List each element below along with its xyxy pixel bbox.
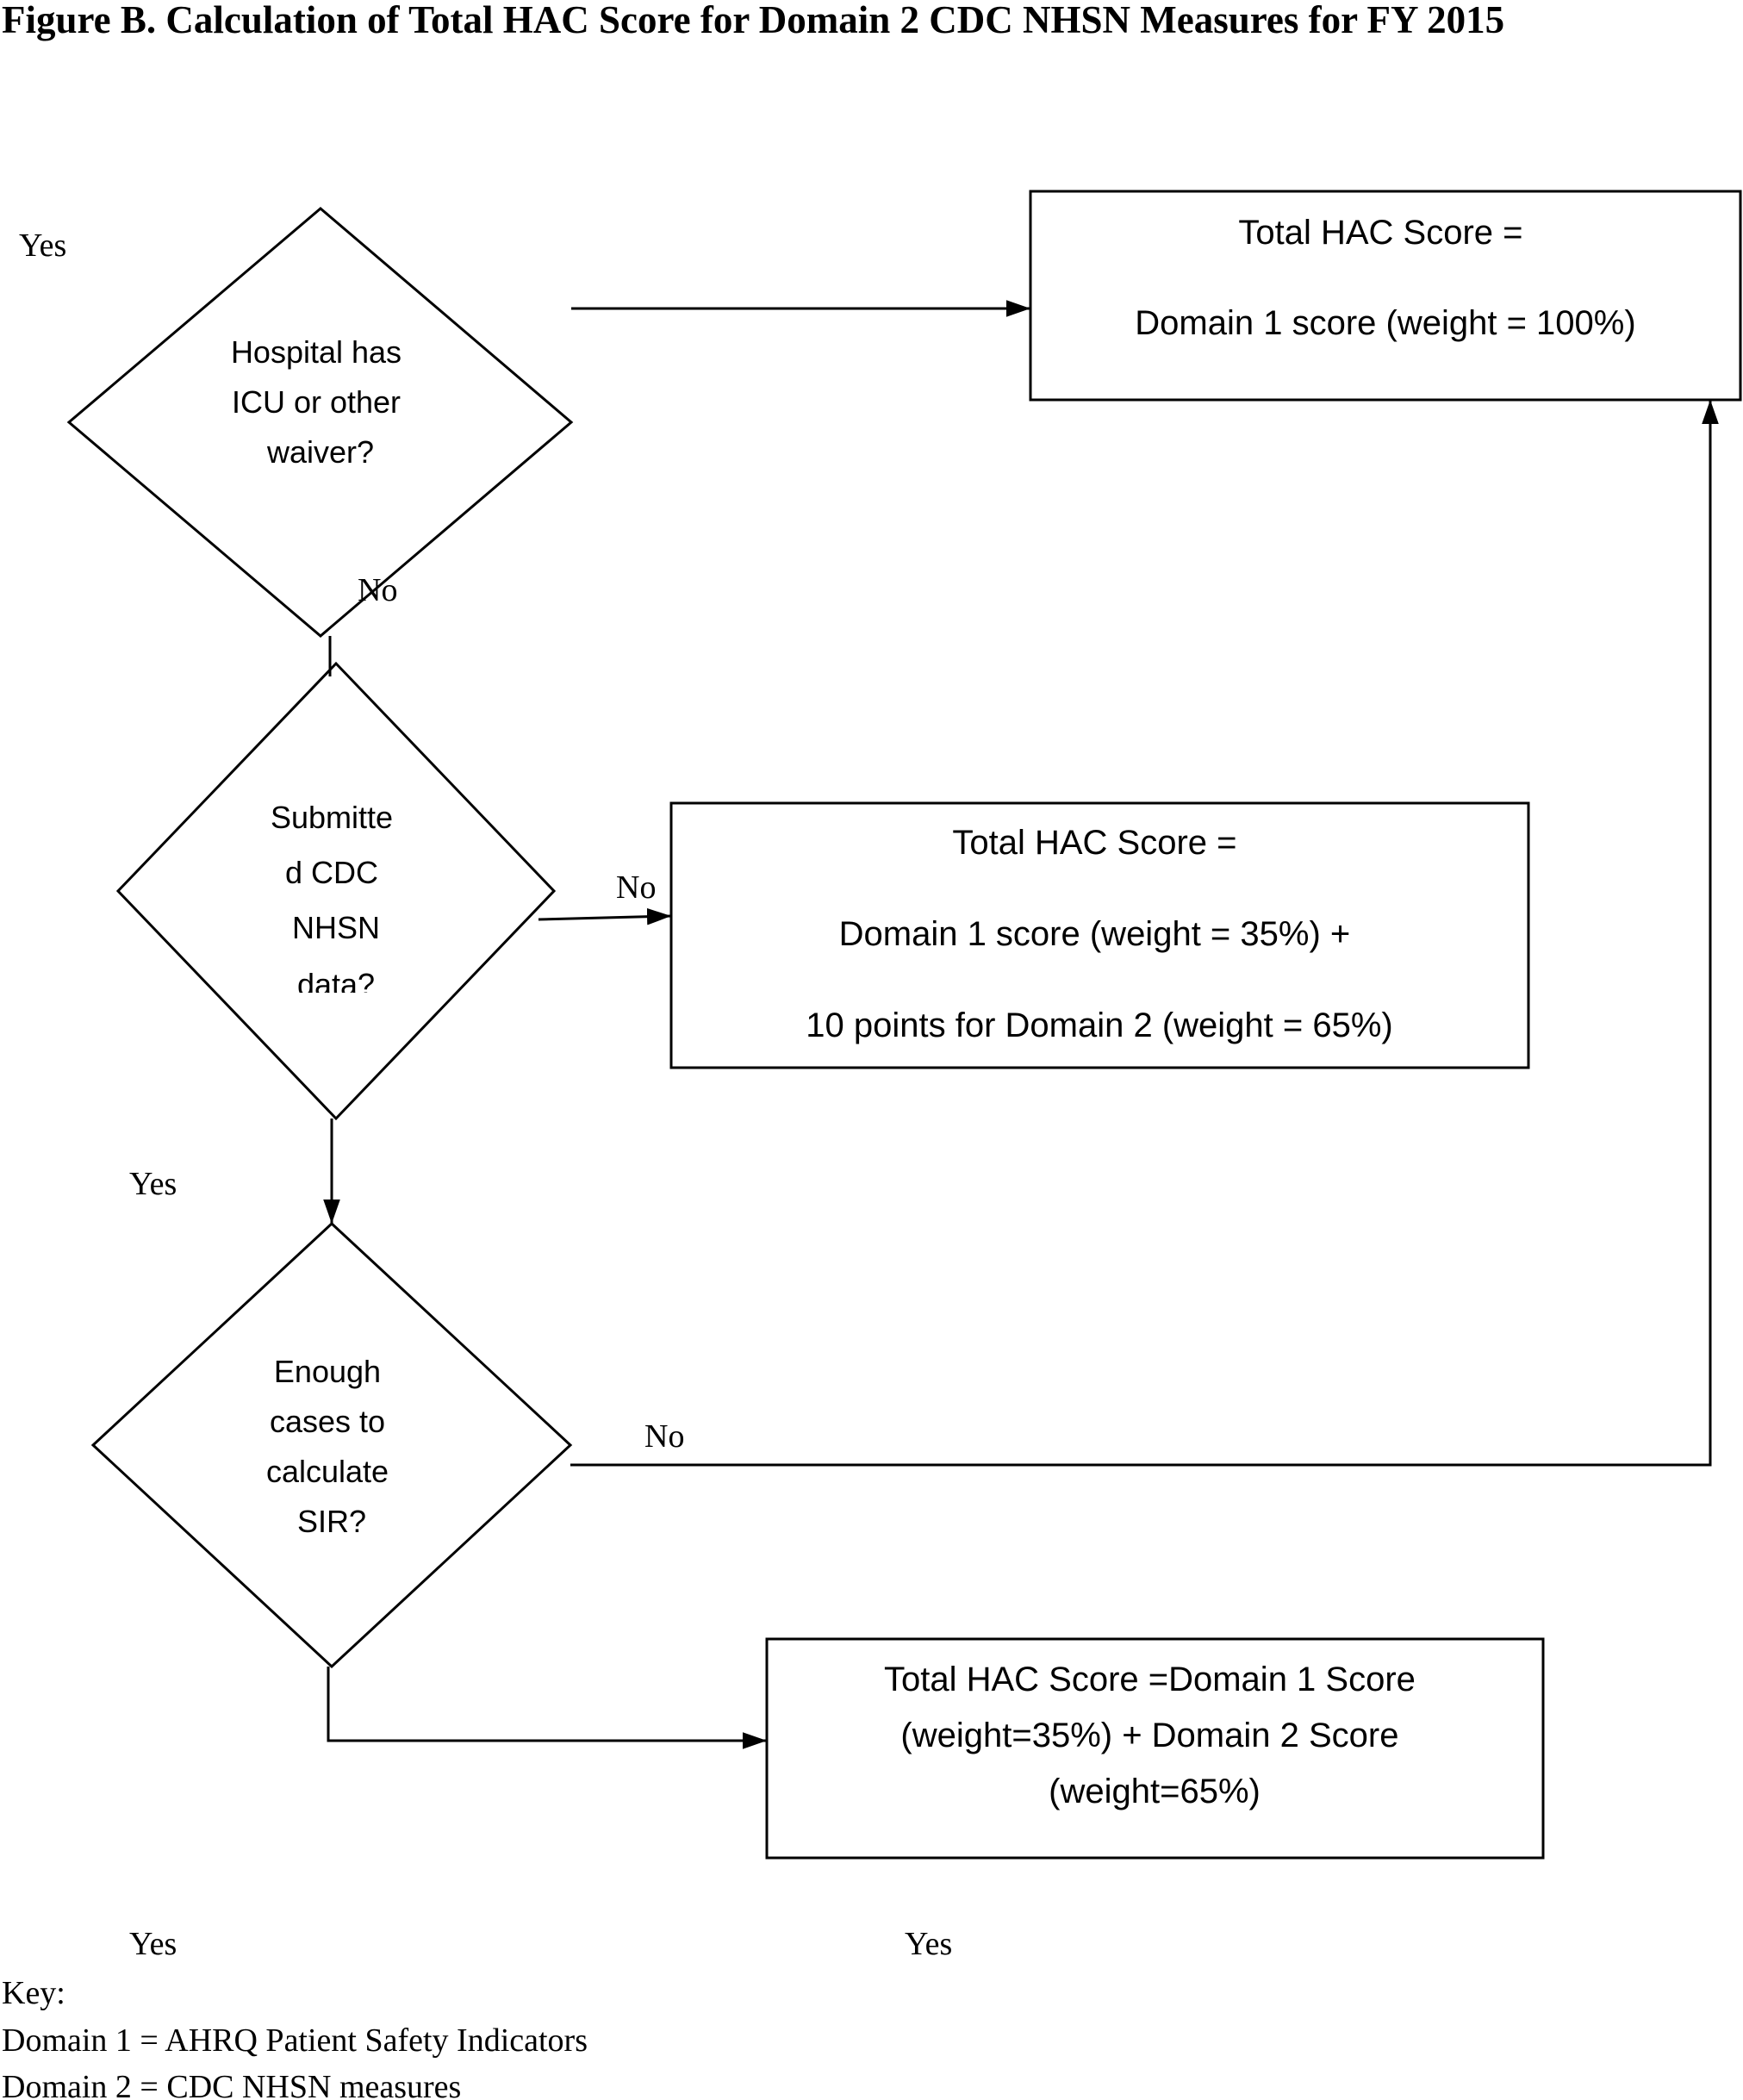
figure-title: Figure B. Calculation of Total HAC Score… [2,0,1505,41]
decision-submitted-data-diamond [115,661,557,1121]
arrow-d3-to-box3 [327,1667,767,1749]
outcome-box-domain1-only-text: Total HAC Score = Domain 1 score (weight… [1135,214,1635,342]
label-yes-bottom-mid: Yes [905,1926,952,1962]
outcome-box-ten-points-text: Total HAC Score = Domain 1 score (weight… [806,824,1392,1044]
label-no-d3: No [644,1418,684,1455]
label-yes-top: Yes [19,227,66,264]
decision-submitted-data-text: Submitte d CDC NHSN [271,800,402,945]
key-item-domain2: Domain 2 = CDC NHSN measures [2,2069,461,2100]
outcome-box-domain1-domain2-text: Total HAC Score =Domain 1 Score (weight=… [884,1661,1425,1810]
outcome-box-domain1-domain2 [765,1637,1545,1860]
key-heading: Key: [2,1975,65,2011]
label-yes-d2: Yes [129,1166,177,1202]
arrow-d3-to-box1 [570,400,1719,1467]
label-yes-bottom-left: Yes [129,1926,177,1962]
key-item-domain1: Domain 1 = AHRQ Patient Safety Indicator… [2,2022,588,2059]
label-no-d2: No [616,869,656,906]
label-no-d1: No [358,572,397,608]
decision-icu-waiver-diamond [66,207,574,638]
outcome-box-domain1-only [1029,190,1742,402]
decision-submitted-data-text-clipped: data? [297,967,375,1002]
decision-enough-cases-text: Enough cases to calculate SIR? [266,1354,397,1539]
decision-icu-waiver-text: Hospital has ICU or other waiver? [231,334,410,470]
arrow-d2-to-box2 [538,907,672,925]
outcome-box-ten-points [669,801,1530,1069]
decision-enough-cases-diamond [90,1221,573,1669]
